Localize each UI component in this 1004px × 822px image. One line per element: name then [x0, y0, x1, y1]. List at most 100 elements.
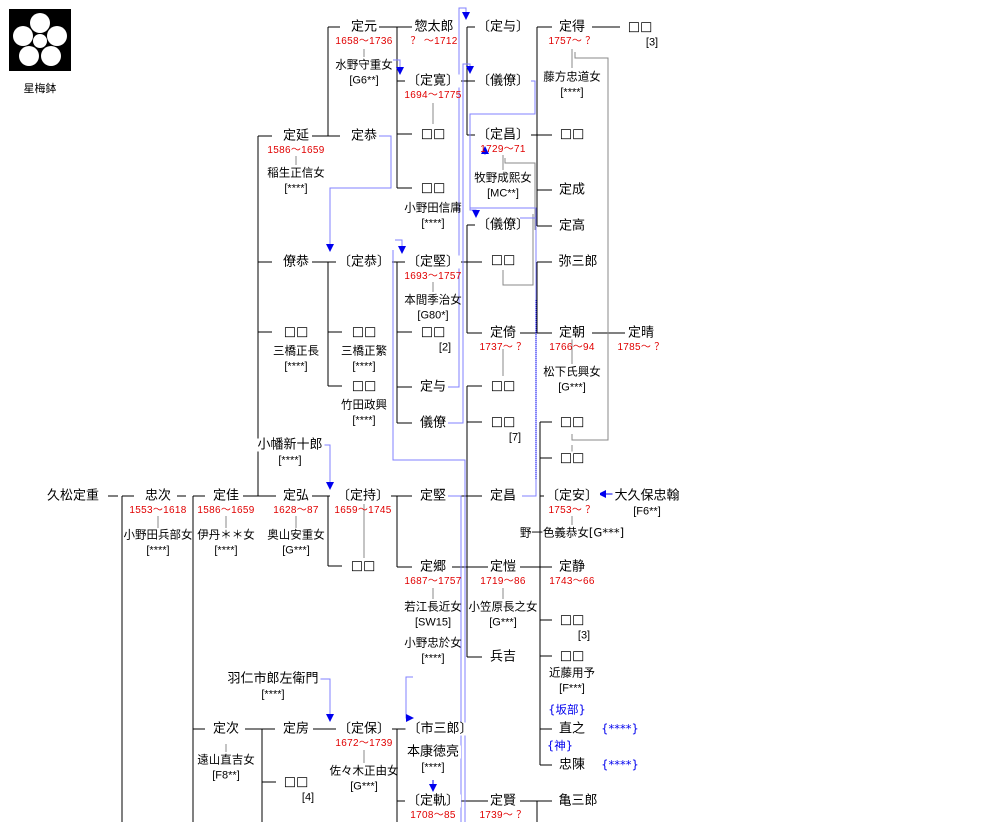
spouse-name: 竹田政興	[341, 397, 387, 412]
person-name: 忠次	[142, 488, 174, 504]
origin-family-tag: {神}	[546, 738, 574, 753]
person-name: 〔定昌〕	[474, 127, 532, 143]
person-name: 〔定恭〕	[335, 254, 393, 270]
person-name: 儀僚	[417, 415, 449, 431]
person-name: 定延	[280, 128, 312, 144]
person-dates: 1693〜1757	[404, 271, 462, 282]
spouse-name: 小野忠於女	[404, 635, 462, 650]
person-dates: 1708〜85	[410, 810, 456, 821]
person-name: 定倚	[487, 325, 519, 341]
person-name: 定房	[280, 721, 312, 737]
person-name: 〔定堅〕	[404, 254, 462, 270]
person-name: 兵吉	[487, 649, 519, 665]
record-code: [****]	[278, 454, 302, 467]
person-name: □□	[488, 378, 518, 394]
record-code: [****]	[352, 360, 376, 373]
person-name: □□	[557, 126, 587, 142]
spouse-name: 近藤用予	[549, 665, 595, 680]
person-name: 〔定持〕	[334, 488, 392, 504]
record-code: [G***]	[489, 616, 517, 629]
person-name: 〔儀僚〕	[474, 217, 532, 233]
person-name: □□	[418, 126, 448, 142]
sibling-count-note: [7]	[508, 431, 522, 444]
person-name: 〔定保〕	[335, 721, 393, 737]
person-dates: 1719〜86	[480, 576, 526, 587]
person-name: 久松定重	[44, 488, 102, 504]
person-name: 定朝	[556, 325, 588, 341]
person-name: 〔儀僚〕	[474, 73, 532, 89]
person-name: 〔定与〕	[474, 19, 532, 35]
sibling-count-note: [2]	[438, 341, 452, 354]
person-name: 小幡新十郎	[255, 437, 325, 453]
record-code: [F6**]	[633, 505, 661, 518]
spouse-name: 藤方忠道女	[543, 69, 601, 84]
person-dates: 1659〜1745	[334, 505, 392, 516]
spouse-name: 野一色義恭女[G***]	[519, 525, 625, 540]
spouse-name: 小野田信庸	[404, 200, 462, 215]
record-code: [G6**]	[349, 74, 379, 87]
person-dates: 1672〜1739	[335, 738, 393, 749]
record-code: [F***]	[559, 682, 585, 695]
person-dates: 1753〜 ？	[548, 505, 596, 516]
person-name: 惣太郎	[412, 19, 456, 35]
record-code: [****]	[261, 688, 285, 701]
person-name: 〔定安〕	[543, 488, 601, 504]
person-name: □□	[418, 324, 448, 340]
spouse-name: 小笠原長之女	[468, 599, 538, 614]
person-dates: 1658〜1736	[335, 36, 393, 47]
record-code: [****]	[560, 86, 584, 99]
record-code: [****]	[421, 652, 445, 665]
record-code: [G***]	[350, 780, 378, 793]
person-name: 直之	[556, 721, 588, 737]
person-name: 大久保忠翰	[612, 488, 682, 504]
person-name: 〔定寛〕	[404, 73, 462, 89]
person-name: □□	[625, 19, 655, 35]
record-code: [****]	[284, 360, 308, 373]
record-code: [****]	[421, 761, 445, 774]
person-dates: 1743〜66	[549, 576, 595, 587]
sibling-count-note: [3]	[645, 36, 659, 49]
person-name: 定成	[556, 182, 588, 198]
person-name: 亀三郎	[556, 793, 600, 809]
record-code: [MC**]	[487, 187, 519, 200]
person-name: □□	[349, 378, 379, 394]
person-name: 定元	[348, 19, 380, 35]
person-dates: 1729〜71	[480, 144, 526, 155]
spouse-and-link-lines	[157, 49, 609, 763]
spouse-name: 小野田兵部女	[123, 527, 193, 542]
person-name: 〔定軌〕	[404, 793, 462, 809]
sibling-count-note: [4]	[301, 791, 315, 804]
spouse-name: 奥山安重女	[267, 527, 325, 542]
person-dates: 1687〜1757	[404, 576, 462, 587]
spouse-name: 遠山直吉女	[197, 752, 255, 767]
person-name: 定弘	[280, 488, 312, 504]
person-dates: 1553〜1618	[129, 505, 187, 516]
person-name: 定与	[417, 379, 449, 395]
adoption-lines	[320, 7, 537, 822]
person-name: □□	[488, 414, 518, 430]
person-dates: 1739〜 ？	[479, 810, 527, 821]
record-code: [G***]	[282, 544, 310, 557]
spouse-name: 本間季治女	[404, 292, 462, 307]
person-name: □□	[281, 324, 311, 340]
record-code: [G***]	[558, 381, 586, 394]
spouse-name: 水野守重女	[335, 57, 393, 72]
person-name: □□	[557, 414, 587, 430]
person-name: □□	[557, 648, 587, 664]
person-name: 〔市三郎〕	[405, 721, 475, 737]
person-name: 定堅	[417, 488, 449, 504]
person-dates: 1785〜 ？	[617, 342, 665, 353]
spouse-name: 三橋正長	[273, 343, 319, 358]
lineage-lines	[108, 26, 625, 822]
person-name: □□	[348, 558, 378, 574]
person-name: □□	[488, 252, 518, 268]
person-name: 羽仁市郎左衛門	[225, 671, 321, 687]
person-name: □□	[557, 612, 587, 628]
person-name: 定愷	[487, 559, 519, 575]
person-name: 定次	[210, 721, 242, 737]
crest-hoshi-umebachi-icon	[9, 9, 71, 71]
person-dates: 1737〜 ？	[479, 342, 527, 353]
person-name: 忠陳	[556, 757, 588, 773]
